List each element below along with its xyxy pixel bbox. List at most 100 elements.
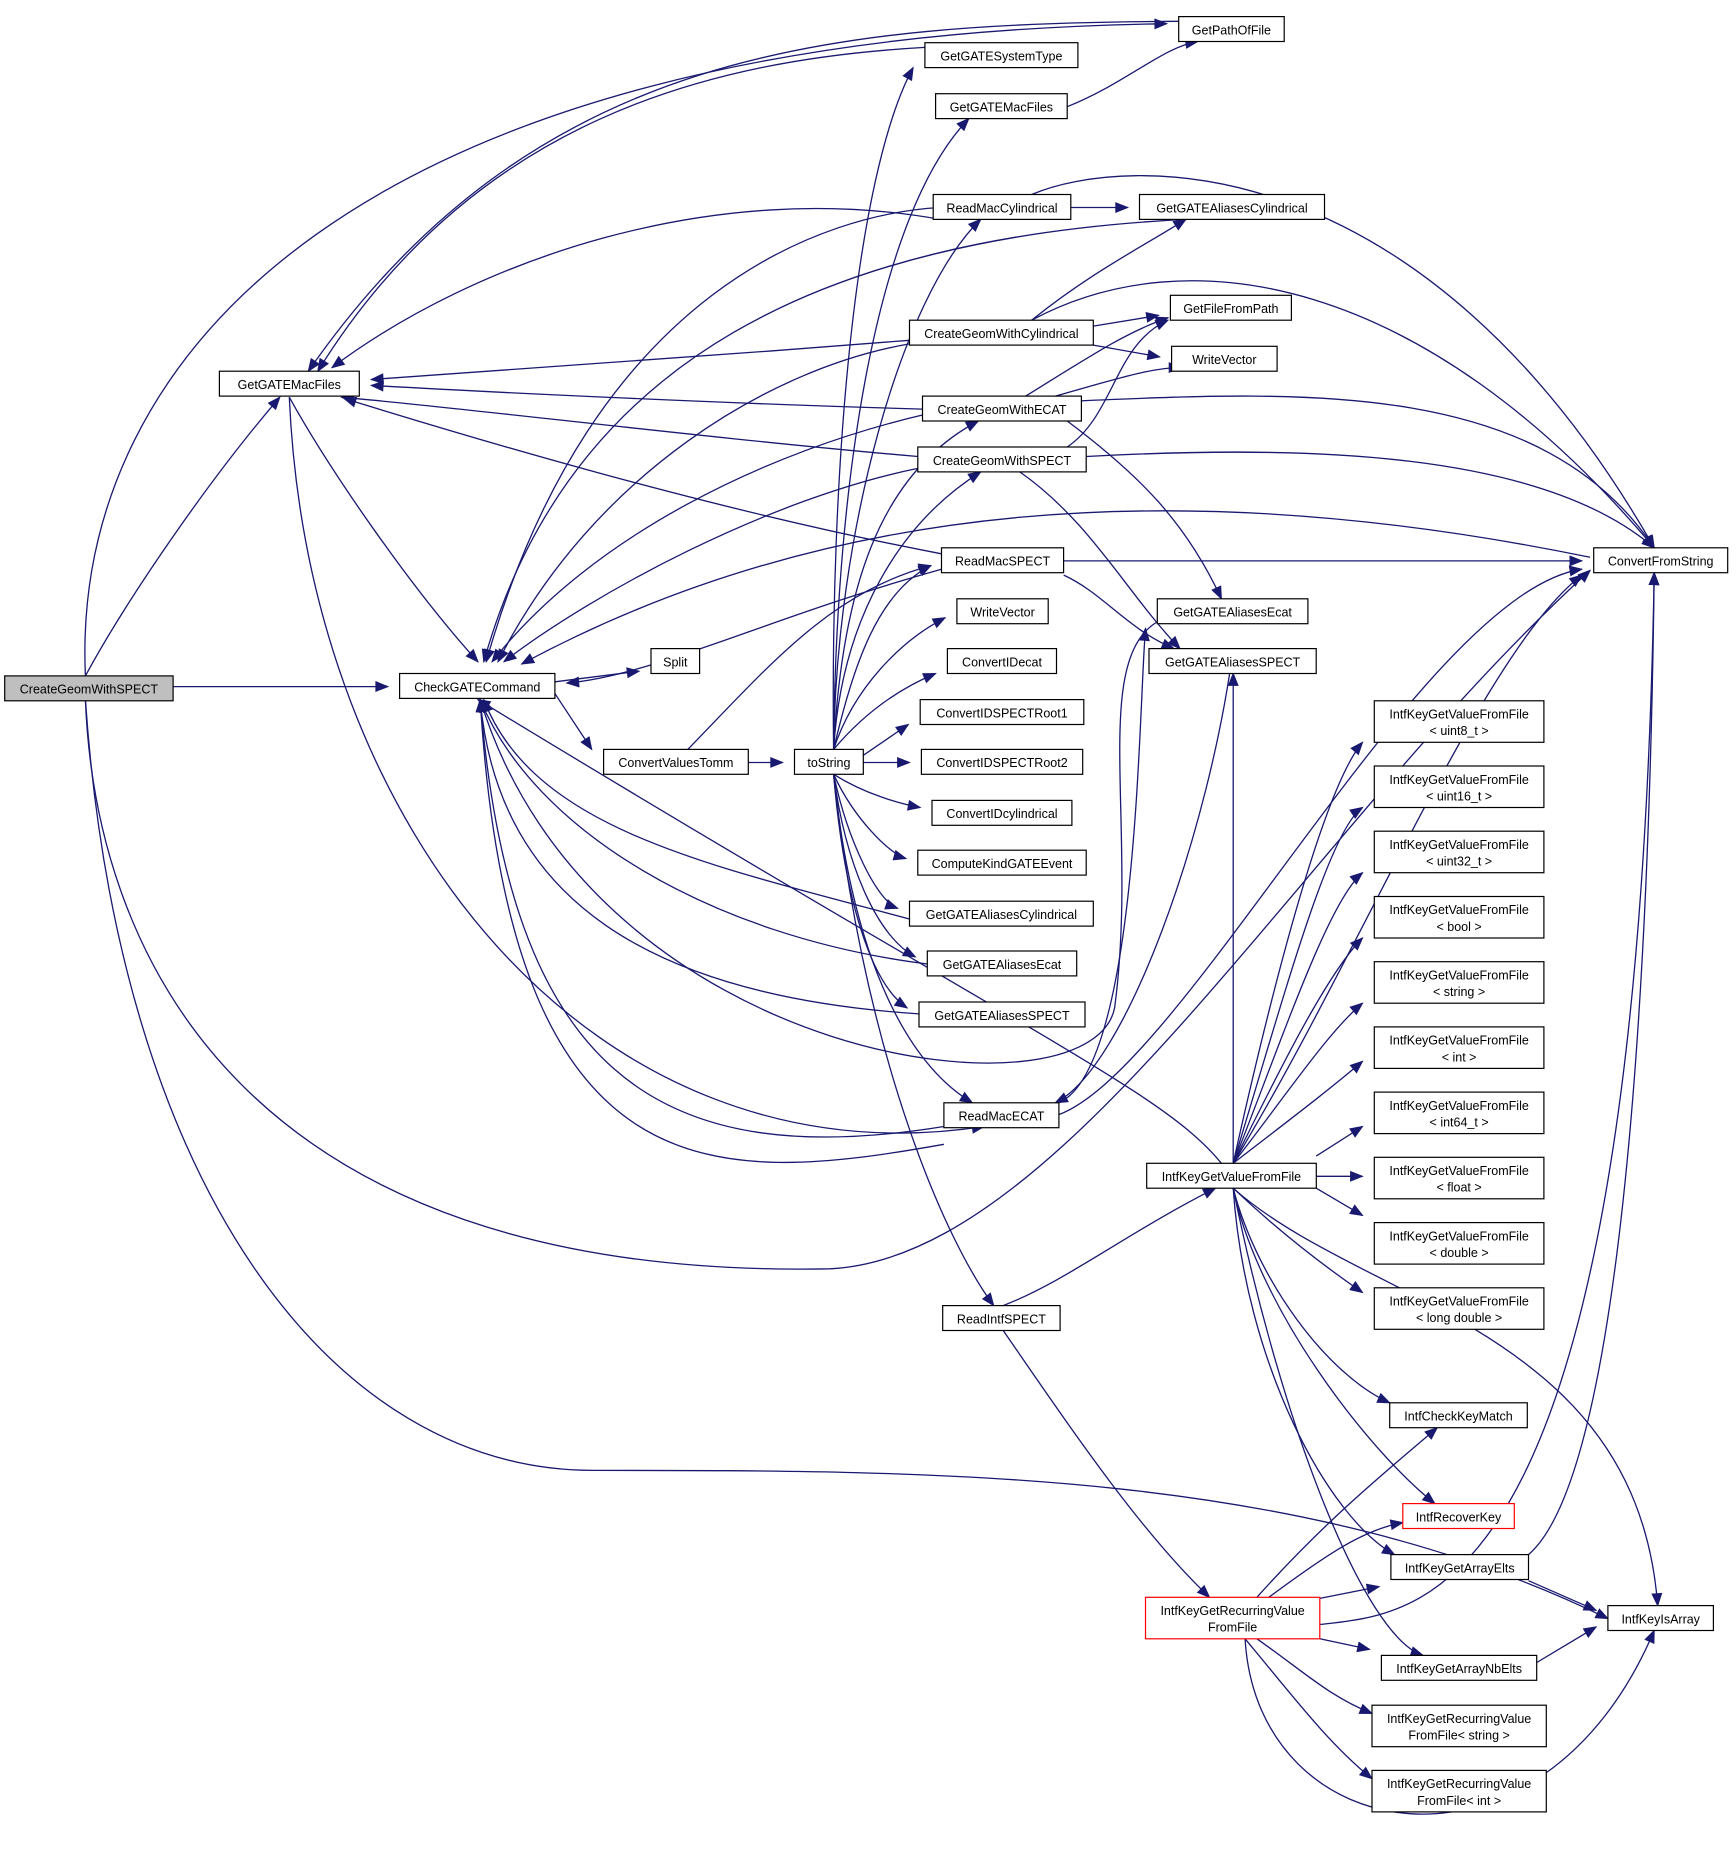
node-cidr1[interactable]: ConvertIDSPECTRoot1 xyxy=(919,698,1085,726)
node-split[interactable]: Split xyxy=(650,647,701,675)
edge-gacyl2-cgc xyxy=(483,698,910,920)
node-gacyl1[interactable]: GetGATEAliasesCylindrical xyxy=(1138,193,1326,220)
arrowhead xyxy=(580,736,593,751)
node-gaspect2[interactable]: GetGATEAliasesSPECT xyxy=(918,1001,1086,1028)
node-k-u32[interactable]: IntfKeyGetValueFromFile< uint32_t > xyxy=(1373,830,1545,874)
node-ggmf2[interactable]: GetGATEMacFiles xyxy=(934,93,1068,120)
arrowhead xyxy=(1349,1204,1364,1217)
node-label: Split xyxy=(663,655,688,669)
node-cgecat[interactable]: CreateGeomWithECAT xyxy=(921,395,1082,422)
node-ckge[interactable]: ComputeKindGATEEvent xyxy=(917,849,1087,876)
node-ikia[interactable]: IntfKeyIsArray xyxy=(1607,1604,1715,1632)
edge-ikgvf-k_ld xyxy=(1232,1187,1364,1294)
node-rmecat[interactable]: ReadMacECAT xyxy=(943,1102,1060,1129)
node-gaecat1[interactable]: GetGATEAliasesEcat xyxy=(1156,598,1309,625)
nodes-layer: CreateGeomWithSPECT GetGATEMacFilesCheckG… xyxy=(4,16,1729,1813)
node-k-i64[interactable]: IntfKeyGetValueFromFile< int64_t > xyxy=(1373,1091,1545,1135)
node-k-bool[interactable]: IntfKeyGetValueFromFile< bool > xyxy=(1373,895,1545,939)
arrowhead xyxy=(958,1091,974,1104)
node-label: IntfKeyGetValueFromFile xyxy=(1389,708,1528,722)
node-label: IntfKeyGetRecurringValue xyxy=(1387,1712,1531,1726)
edge-cgspect-ggmf xyxy=(340,392,918,458)
node-box xyxy=(932,193,1072,220)
node-cfs[interactable]: ConvertFromString xyxy=(1593,547,1729,574)
node-k-flt[interactable]: IntfKeyGetValueFromFile< float > xyxy=(1373,1156,1545,1200)
node-k-dbl[interactable]: IntfKeyGetValueFromFile< double > xyxy=(1373,1221,1545,1265)
edge-ikgrv-ickm xyxy=(1256,1426,1439,1598)
edge-ikgvf-k_int xyxy=(1232,1060,1364,1164)
edge-gaspect1-rmecat-up xyxy=(1054,648,1234,1104)
node-k-u16[interactable]: IntfKeyGetValueFromFile< uint16_t > xyxy=(1373,765,1545,809)
arrowhead xyxy=(1349,1002,1364,1016)
node-ggmf[interactable]: GetGATEMacFiles xyxy=(218,370,360,397)
node-cidcyl[interactable]: ConvertIDcylindrical xyxy=(931,799,1073,826)
node-gacyl2[interactable]: GetGATEAliasesCylindrical xyxy=(908,900,1094,927)
node-label: GetGATEAliasesSPECT xyxy=(934,1009,1070,1023)
node-cvt[interactable]: ConvertValuesTomm xyxy=(602,748,749,775)
node-box xyxy=(1593,547,1729,574)
edge-cgecat-wv1 xyxy=(1055,362,1183,397)
edge-ikgvf-k_u8 xyxy=(1232,741,1364,1164)
node-k-ld[interactable]: IntfKeyGetValueFromFile< long double > xyxy=(1373,1287,1545,1330)
node-box xyxy=(1373,1156,1545,1200)
arrowhead xyxy=(478,698,490,713)
node-gaspect1[interactable]: GetGATEAliasesSPECT xyxy=(1148,647,1317,675)
node-label: ReadIntfSPECT xyxy=(957,1312,1046,1326)
arrowhead xyxy=(1577,569,1592,583)
node-tostr[interactable]: toString xyxy=(793,748,864,775)
node-k-str[interactable]: IntfKeyGetValueFromFile< string > xyxy=(1373,961,1545,1004)
node-cgcyl[interactable]: CreateGeomWithCylindrical xyxy=(908,319,1094,346)
node-label: < uint32_t > xyxy=(1426,855,1492,869)
edge-gaecat1-cgc xyxy=(478,621,1157,1064)
edge-cgcyl-ggmf xyxy=(369,339,910,385)
node-box xyxy=(1373,961,1545,1004)
edge-ikgae-cfs xyxy=(1528,571,1660,1556)
node-label: GetPathOfFile xyxy=(1192,23,1271,37)
edge-tostr-cidcyl xyxy=(833,773,922,811)
node-rmspect[interactable]: ReadMacSPECT xyxy=(940,547,1065,574)
node-rmcyl[interactable]: ReadMacCylindrical xyxy=(932,193,1072,220)
edge-gaspect2-cgc xyxy=(475,698,920,1015)
node-root[interactable]: CreateGeomWithSPECT xyxy=(4,675,174,702)
edge-rmspect-ggmf xyxy=(342,396,942,555)
node-ickm[interactable]: IntfCheckKeyMatch xyxy=(1389,1402,1528,1429)
arrowhead xyxy=(770,756,784,768)
arrowhead xyxy=(1227,672,1239,686)
node-wv2[interactable]: WriteVector xyxy=(956,598,1049,625)
node-k-u8[interactable]: IntfKeyGetValueFromFile< uint8_t > xyxy=(1373,700,1545,743)
arrowhead xyxy=(369,380,384,392)
node-gpof[interactable]: GetPathOfFile xyxy=(1178,16,1285,43)
node-cgc[interactable]: CheckGATECommand xyxy=(399,672,556,699)
arrowhead xyxy=(1648,571,1660,586)
arrowhead xyxy=(1421,1491,1436,1505)
node-rispect[interactable]: ReadIntfSPECT xyxy=(942,1304,1061,1332)
node-irk[interactable]: IntfRecoverKey xyxy=(1402,1502,1515,1530)
node-ikgvf[interactable]: IntfKeyGetValueFromFile xyxy=(1146,1162,1317,1189)
node-ikgane[interactable]: IntfKeyGetArrayNbElts xyxy=(1380,1654,1538,1681)
node-box xyxy=(917,849,1087,876)
node-label: ConvertValuesTomm xyxy=(618,756,733,770)
node-box xyxy=(793,748,864,775)
arrowhead xyxy=(267,396,281,411)
node-gaecat2[interactable]: GetGATEAliasesEcat xyxy=(926,950,1078,977)
node-wv1[interactable]: WriteVector xyxy=(1170,345,1278,372)
node-gffp[interactable]: GetFileFromPath xyxy=(1169,294,1293,321)
node-cidr2[interactable]: ConvertIDSPECTRoot2 xyxy=(920,748,1084,775)
node-box xyxy=(1146,1162,1317,1189)
node-ggst[interactable]: GetGATESystemType xyxy=(924,42,1079,69)
node-cgspect[interactable]: CreateGeomWithSPECT xyxy=(917,446,1087,473)
node-box xyxy=(1390,1553,1530,1581)
node-label: IntfKeyGetArrayNbElts xyxy=(1396,1662,1522,1676)
edge-tostr-ggmf2 xyxy=(832,117,970,750)
node-box xyxy=(650,647,701,675)
node-box xyxy=(921,395,1082,422)
edge-rmcyl-gacyl1 xyxy=(1070,202,1130,214)
node-ikgae[interactable]: IntfKeyGetArrayElts xyxy=(1390,1553,1530,1581)
node-label: < uint16_t > xyxy=(1426,789,1492,803)
node-k-int[interactable]: IntfKeyGetValueFromFile< int > xyxy=(1373,1026,1545,1070)
node-label: < int64_t > xyxy=(1430,1116,1489,1130)
node-cidecat[interactable]: ConvertIDecat xyxy=(946,647,1058,675)
